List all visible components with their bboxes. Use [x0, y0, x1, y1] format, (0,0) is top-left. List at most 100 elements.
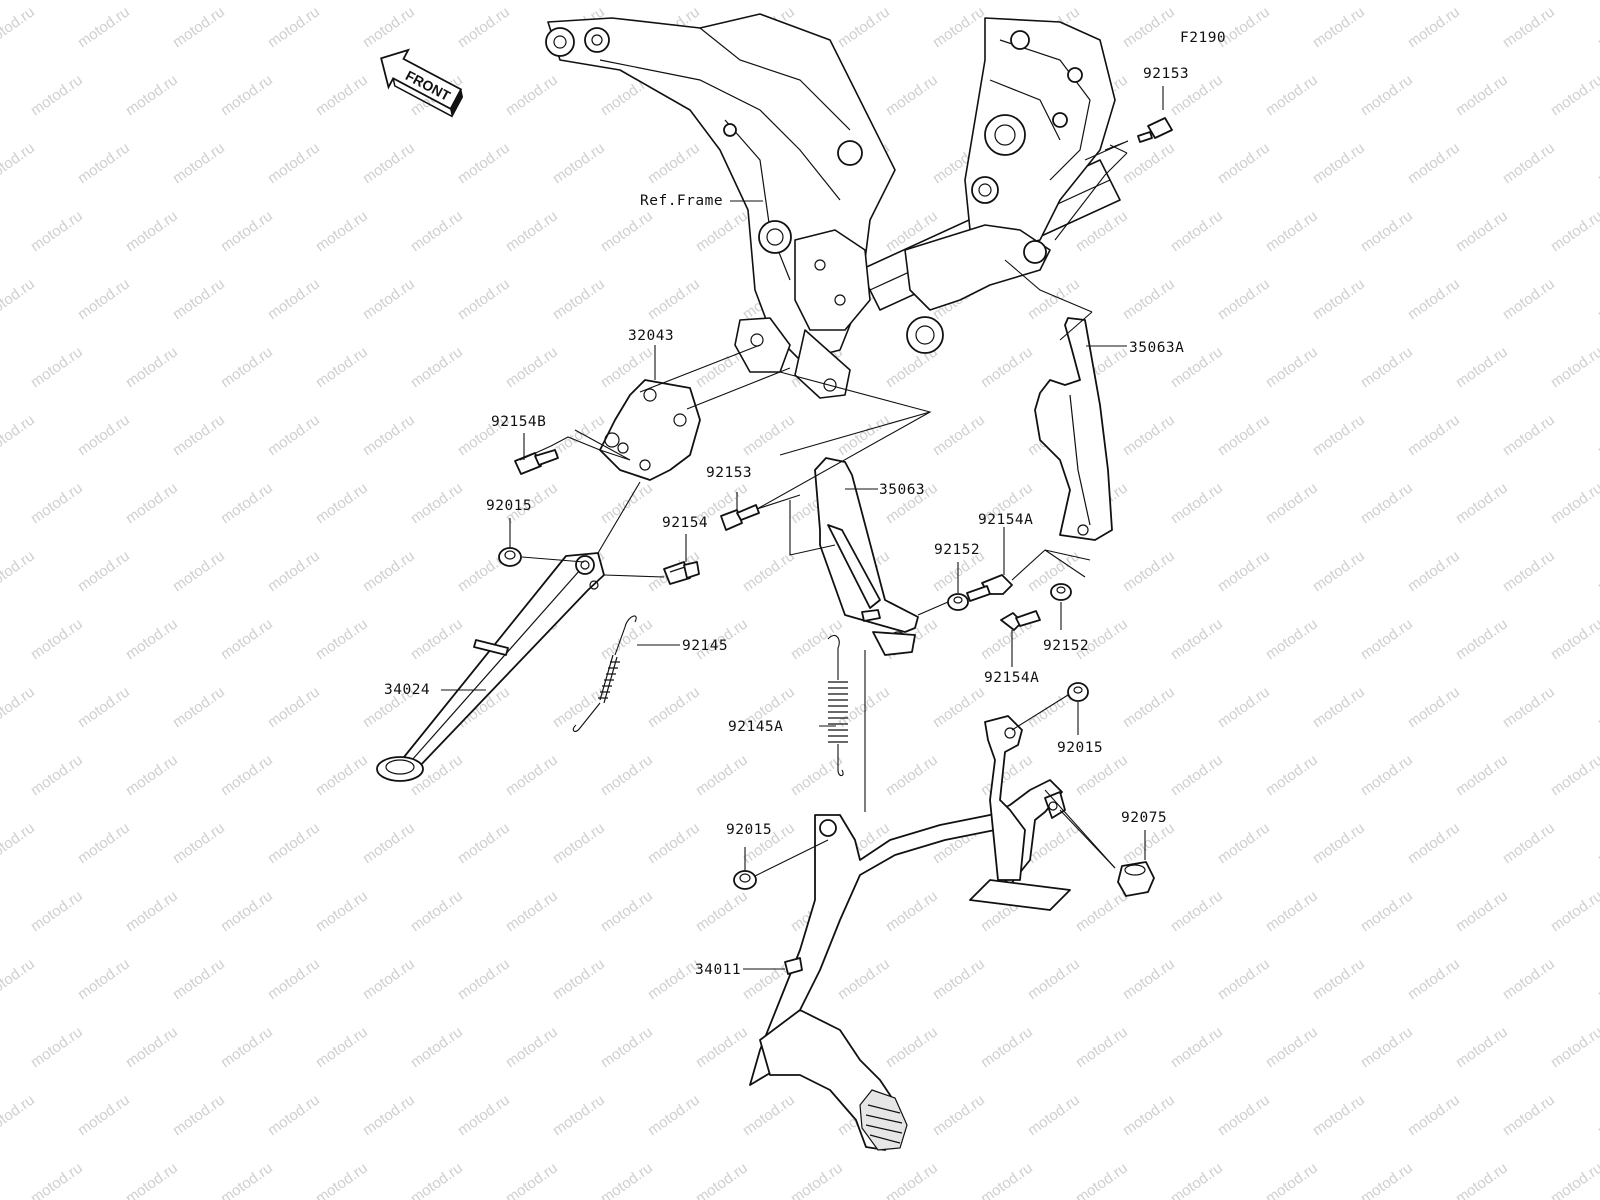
watermark-text: motod.ru — [645, 819, 703, 867]
watermark-text: motod.ru — [28, 479, 86, 527]
watermark-text: motod.ru — [693, 1159, 751, 1200]
watermark-text: motod.ru — [313, 751, 371, 799]
watermark-text: motod.ru — [75, 955, 133, 1003]
watermark-text: motod.ru — [360, 411, 418, 459]
watermark-text: motod.ru — [503, 751, 561, 799]
watermark-text: motod.ru — [740, 547, 798, 595]
watermark-text: motod.ru — [360, 275, 418, 323]
watermark-text: motod.ru — [28, 615, 86, 663]
watermark-text: motod.ru — [75, 411, 133, 459]
watermark-text: motod.ru — [1453, 615, 1511, 663]
bolt-92154A-b — [1000, 610, 1041, 631]
watermark-text: motod.ru — [1120, 411, 1178, 459]
watermark-text: motod.ru — [265, 275, 323, 323]
watermark-text: motod.ru — [0, 3, 38, 51]
watermark-text: motod.ru — [1358, 207, 1416, 255]
watermark-text: motod.ru — [408, 479, 466, 527]
watermark-text: motod.ru — [1358, 1023, 1416, 1071]
watermark-text: motod.ru — [313, 615, 371, 663]
watermark-text: motod.ru — [170, 955, 228, 1003]
watermark-text: motod.ru — [1595, 547, 1600, 595]
watermark-text: motod.ru — [1405, 1091, 1463, 1139]
watermark-text: motod.ru — [1548, 887, 1600, 935]
watermark-text: motod.ru — [1215, 1091, 1273, 1139]
watermark-text: motod.ru — [550, 683, 608, 731]
watermark-text: motod.ru — [1500, 955, 1558, 1003]
watermark-text: motod.ru — [1120, 139, 1178, 187]
watermark-text: motod.ru — [1453, 479, 1511, 527]
watermark-text: motod.ru — [408, 1159, 466, 1200]
watermark-text: motod.ru — [835, 411, 893, 459]
nut-92015-left — [498, 547, 522, 567]
watermark-text: motod.ru — [930, 1091, 988, 1139]
watermark-text: motod.ru — [1310, 819, 1368, 867]
watermark-text: motod.ru — [550, 955, 608, 1003]
watermark-text: motod.ru — [360, 955, 418, 1003]
watermark-text: motod.ru — [1168, 887, 1226, 935]
label-92145A: 92145A — [728, 719, 783, 735]
watermark-text: motod.ru — [1263, 1023, 1321, 1071]
watermark-text: motod.ru — [313, 1159, 371, 1200]
watermark-text: motod.ru — [170, 411, 228, 459]
watermark-text: motod.ru — [0, 275, 38, 323]
watermark-text: motod.ru — [1310, 411, 1368, 459]
watermark-text: motod.ru — [978, 1023, 1036, 1071]
watermark-text: motod.ru — [218, 1159, 276, 1200]
watermark-text: motod.ru — [218, 887, 276, 935]
watermark-text: motod.ru — [360, 3, 418, 51]
watermark-text: motod.ru — [265, 547, 323, 595]
watermark-text: motod.ru — [75, 139, 133, 187]
label-92152-upper: 92152 — [934, 542, 980, 558]
frame-drawing — [545, 13, 1121, 399]
leader-lines — [441, 86, 1164, 970]
watermark-text: motod.ru — [1025, 955, 1083, 1003]
watermark-text: motod.ru — [28, 343, 86, 391]
part-34024-side-stand — [376, 552, 605, 782]
watermark-text: motod.ru — [170, 3, 228, 51]
watermark-text: motod.ru — [218, 615, 276, 663]
label-92154B: 92154B — [491, 414, 546, 430]
watermark-text: motod.ru — [360, 1091, 418, 1139]
watermark-text: motod.ru — [1405, 955, 1463, 1003]
watermark-text: motod.ru — [1310, 955, 1368, 1003]
watermark-text: motod.ru — [645, 139, 703, 187]
watermark-text: motod.ru — [265, 1091, 323, 1139]
watermark-text: motod.ru — [1548, 615, 1600, 663]
watermark-text: motod.ru — [28, 887, 86, 935]
watermark-text: motod.ru — [170, 547, 228, 595]
watermark-text: motod.ru — [788, 615, 846, 663]
watermark-text: motod.ru — [1595, 955, 1600, 1003]
label-ref-frame: Ref.Frame — [640, 193, 723, 209]
watermark-text: motod.ru — [693, 207, 751, 255]
watermark-text: motod.ru — [1500, 139, 1558, 187]
watermark-text: motod.ru — [1358, 343, 1416, 391]
watermark-text: motod.ru — [1263, 751, 1321, 799]
bolt-92153-top — [1137, 117, 1173, 143]
watermark-text: motod.ru — [265, 139, 323, 187]
watermark-text: motod.ru — [218, 343, 276, 391]
watermark-text: motod.ru — [1025, 1091, 1083, 1139]
watermark-text: motod.ru — [1310, 683, 1368, 731]
watermark-text: motod.ru — [550, 1091, 608, 1139]
watermark-text: motod.ru — [75, 683, 133, 731]
watermark-text: motod.ru — [1310, 275, 1368, 323]
watermark-text: motod.ru — [28, 207, 86, 255]
watermark-text: motod.ru — [883, 751, 941, 799]
watermark-text: motod.ru — [1595, 275, 1600, 323]
watermark-text: motod.ru — [883, 71, 941, 119]
watermark-text: motod.ru — [265, 955, 323, 1003]
watermark-text: motod.ru — [930, 955, 988, 1003]
watermark-text: motod.ru — [1215, 955, 1273, 1003]
watermark-text: motod.ru — [123, 71, 181, 119]
label-32043: 32043 — [628, 328, 674, 344]
watermark-text: motod.ru — [930, 683, 988, 731]
watermark-text: motod.ru — [1263, 887, 1321, 935]
label-35063: 35063 — [879, 482, 925, 498]
watermark-text: motod.ru — [455, 3, 513, 51]
watermark-text: motod.ru — [503, 71, 561, 119]
watermark-text: motod.ru — [1263, 1159, 1321, 1200]
watermark-text: motod.ru — [408, 343, 466, 391]
watermark-text: motod.ru — [978, 343, 1036, 391]
watermark-text: motod.ru — [1073, 1159, 1131, 1200]
watermark-text: motod.ru — [1595, 3, 1600, 51]
